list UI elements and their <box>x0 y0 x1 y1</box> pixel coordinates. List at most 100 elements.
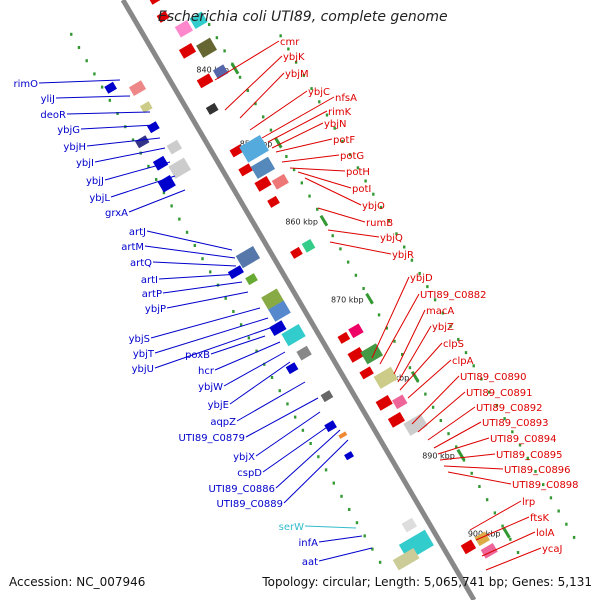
gene-label-ybjG[interactable]: ybjG <box>57 125 80 136</box>
gene-label-ybjX[interactable]: ybjX <box>233 452 255 463</box>
gene-label-UTI89_C0898[interactable]: UTI89_C0898 <box>512 480 579 491</box>
ruler-dot <box>333 126 336 130</box>
ruler-dot <box>480 377 483 381</box>
ruler-dot <box>464 351 468 355</box>
ruler-dot <box>363 534 366 538</box>
leader-line <box>229 361 291 405</box>
gene-label-yliJ[interactable]: yliJ <box>41 94 55 105</box>
gene-label-UTI89_C0879[interactable]: UTI89_C0879 <box>178 433 245 444</box>
ruler-tick <box>319 214 329 227</box>
gene-label-potH[interactable]: potH <box>346 167 370 178</box>
gene-label-ybjW[interactable]: ybjW <box>198 382 223 393</box>
gene-label-UTI89_C0891[interactable]: UTI89_C0891 <box>466 388 533 399</box>
gene-label-rimO[interactable]: rimO <box>13 79 38 90</box>
gene-label-nfsA[interactable]: nfsA <box>335 93 357 104</box>
gene-label-macA[interactable]: macA <box>426 306 454 317</box>
gene-label-clpS[interactable]: clpS <box>443 339 464 350</box>
gene-label-ycaJ[interactable]: ycaJ <box>542 544 563 555</box>
gene-label-potF[interactable]: potF <box>333 135 355 146</box>
gene-label-grxA[interactable]: grxA <box>105 208 128 219</box>
gene-label-artM[interactable]: artM <box>121 242 144 253</box>
gene-label-ftsK[interactable]: ftsK <box>530 513 549 524</box>
ruler-dot <box>511 430 514 434</box>
ruler-dot <box>470 471 473 475</box>
ruler-dot <box>302 73 306 77</box>
gene-label-UTI89_C0890[interactable]: UTI89_C0890 <box>460 372 527 383</box>
ruler-dot <box>279 34 282 38</box>
ruler-dot <box>348 508 351 512</box>
gene-label-serW[interactable]: serW <box>279 522 304 533</box>
gene-label-ybjU[interactable]: ybjU <box>132 364 154 375</box>
gene-label-lolA[interactable]: lolA <box>536 528 555 539</box>
leader-line <box>427 406 476 441</box>
gene-label-ybjC[interactable]: ybjC <box>308 87 330 98</box>
right-leader-lines <box>214 40 542 571</box>
gene-label-UTI89_C0886[interactable]: UTI89_C0886 <box>208 484 275 495</box>
gene-label-UTI89_C0882[interactable]: UTI89_C0882 <box>420 290 487 301</box>
leader-line <box>146 230 233 251</box>
gene-label-artI[interactable]: artI <box>141 275 158 286</box>
gene-label-ybjL[interactable]: ybjL <box>89 193 110 204</box>
gene-label-deoR[interactable]: deoR <box>40 110 66 121</box>
gene-label-ybjD[interactable]: ybjD <box>410 273 433 284</box>
gene-label-UTI89_C0892[interactable]: UTI89_C0892 <box>476 403 543 414</box>
gene-label-infA[interactable]: infA <box>299 538 319 549</box>
gene-label-UTI89_C0893[interactable]: UTI89_C0893 <box>482 418 549 429</box>
gene-label-artP[interactable]: artP <box>142 289 162 300</box>
gene-label-ybjM[interactable]: ybjM <box>285 69 309 80</box>
gene-label-UTI89_C0894[interactable]: UTI89_C0894 <box>490 434 557 445</box>
gene-label-ybjS[interactable]: ybjS <box>129 334 150 345</box>
gene-label-hcr[interactable]: hcr <box>198 366 215 377</box>
gene-label-artJ[interactable]: artJ <box>129 227 146 238</box>
gene-label-UTI89_C0896[interactable]: UTI89_C0896 <box>504 465 571 476</box>
gene-label-clpA[interactable]: clpA <box>452 356 474 367</box>
gene-label-UTI89_C0895[interactable]: UTI89_C0895 <box>496 450 563 461</box>
feature-block <box>135 135 150 149</box>
gene-label-ybjZ[interactable]: ybjZ <box>432 322 454 333</box>
gene-label-rimK[interactable]: rimK <box>328 107 352 118</box>
gene-label-poxB[interactable]: poxB <box>185 350 210 361</box>
ruler-dot <box>154 178 158 182</box>
gene-label-ybjO[interactable]: ybjO <box>362 201 385 212</box>
feature-block <box>139 101 153 114</box>
gene-label-cspD[interactable]: cspD <box>237 468 262 479</box>
gene-label-aqpZ[interactable]: aqpZ <box>210 417 236 428</box>
gene-label-ybjK[interactable]: ybjK <box>283 52 305 63</box>
gene-label-ybjP[interactable]: ybjP <box>145 304 166 315</box>
leader-line <box>289 167 346 172</box>
ruler-dot <box>462 458 466 462</box>
leader-line <box>261 96 335 139</box>
leader-line <box>271 122 324 149</box>
map-title: Escherichia coli UTI89, complete genome <box>158 9 448 25</box>
leader-line <box>245 397 319 438</box>
gene-label-ybjT[interactable]: ybjT <box>133 349 155 360</box>
gene-label-potI[interactable]: potI <box>352 184 371 195</box>
gene-label-lrp[interactable]: lrp <box>522 497 535 508</box>
gene-label-ybjQ[interactable]: ybjQ <box>380 233 403 244</box>
gene-label-ybjN[interactable]: ybjN <box>324 119 347 130</box>
feature-block <box>261 288 284 310</box>
leader-line <box>447 471 512 485</box>
gene-label-ybjE[interactable]: ybjE <box>208 400 229 411</box>
gene-label-ybjR[interactable]: ybjR <box>392 250 414 261</box>
ruler-dot <box>449 324 452 328</box>
feature-block <box>460 539 477 555</box>
ruler-dot <box>493 511 497 515</box>
gene-label-aat[interactable]: aat <box>302 557 318 568</box>
leader-line <box>55 95 131 99</box>
leader-line <box>150 307 261 339</box>
feature-block <box>245 273 258 286</box>
gene-label-UTI89_C0889[interactable]: UTI89_C0889 <box>216 499 283 510</box>
gene-label-ybjH[interactable]: ybjH <box>63 142 86 153</box>
gene-label-ybjI[interactable]: ybjI <box>76 158 94 169</box>
gene-label-potG[interactable]: potG <box>340 151 364 162</box>
gene-label-rumB[interactable]: rumB <box>366 218 393 229</box>
ruler-dot <box>356 166 360 170</box>
gene-label-artQ[interactable]: artQ <box>130 258 152 269</box>
gene-label-cmr[interactable]: cmr <box>280 37 300 48</box>
leader-line <box>318 535 363 543</box>
ruler-dot <box>170 204 173 208</box>
gene-label-ybjJ[interactable]: ybjJ <box>86 176 104 187</box>
feature-block <box>196 73 214 89</box>
